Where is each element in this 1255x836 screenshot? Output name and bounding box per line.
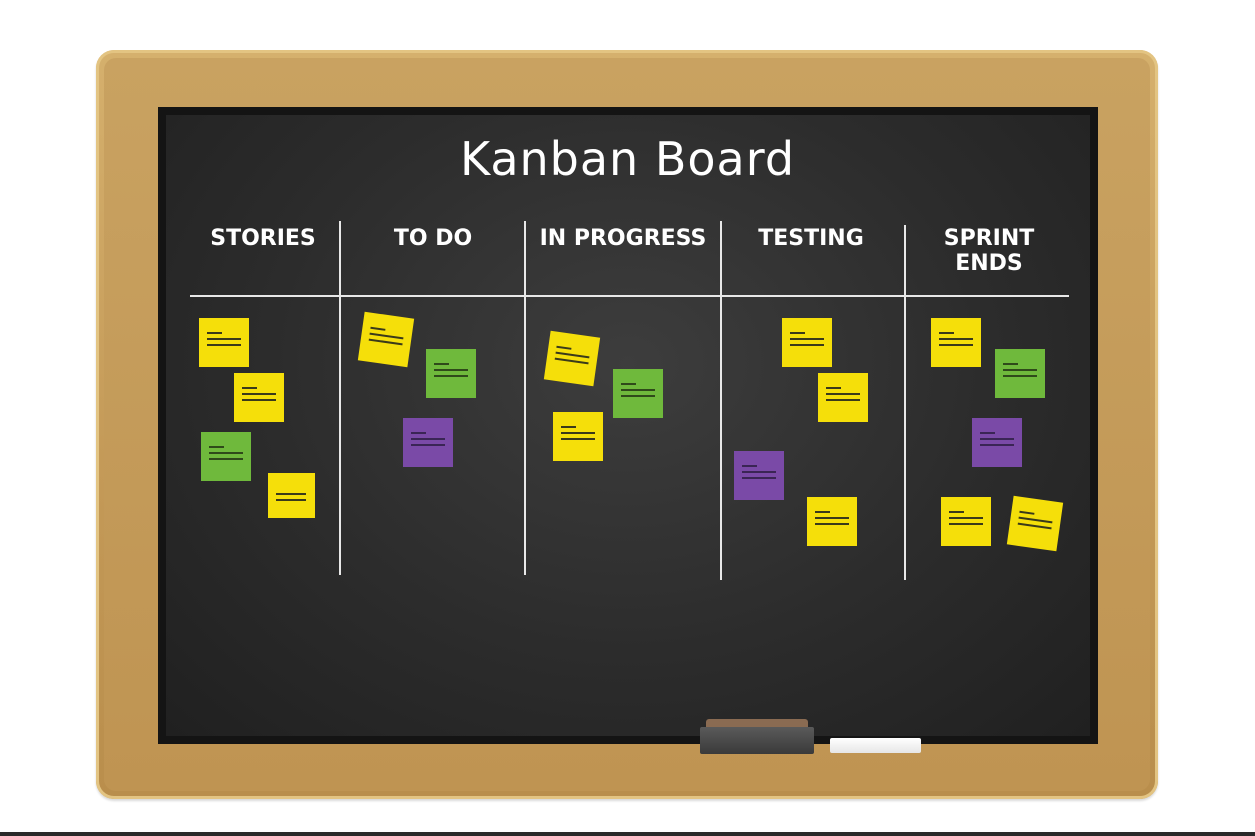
sticky-note-green[interactable]: [201, 432, 251, 481]
sticky-note-yellow[interactable]: [782, 318, 832, 367]
column-header-testing: TESTING: [758, 226, 864, 251]
bottom-border: [0, 832, 1255, 836]
sticky-note-green[interactable]: [426, 349, 476, 398]
sticky-note-yellow[interactable]: [357, 311, 415, 368]
chalkboard-surface: [166, 115, 1090, 736]
sticky-note-purple[interactable]: [972, 418, 1022, 467]
column-divider-line: [339, 221, 341, 575]
chalk-icon[interactable]: [830, 738, 921, 753]
column-divider-line: [720, 221, 722, 580]
sticky-note-yellow[interactable]: [553, 412, 603, 461]
sticky-note-purple[interactable]: [403, 418, 453, 467]
column-header-sprint-ends: SPRINT ENDS: [943, 226, 1035, 276]
sticky-note-yellow[interactable]: [234, 373, 284, 422]
sticky-note-green[interactable]: [995, 349, 1045, 398]
sticky-note-yellow[interactable]: [818, 373, 868, 422]
column-header-stories: STORIES: [210, 226, 316, 251]
sticky-note-yellow[interactable]: [931, 318, 981, 367]
board-title: Kanban Board: [459, 132, 796, 186]
sticky-note-yellow[interactable]: [807, 497, 857, 546]
sticky-note-yellow[interactable]: [1006, 495, 1064, 552]
column-divider-line: [524, 221, 526, 575]
sticky-note-yellow[interactable]: [941, 497, 991, 546]
chalkboard: [158, 107, 1098, 744]
sticky-note-yellow[interactable]: [543, 330, 601, 387]
header-divider-line: [190, 295, 1069, 297]
sticky-note-yellow[interactable]: [199, 318, 249, 367]
sticky-note-green[interactable]: [613, 369, 663, 418]
column-divider-line: [904, 225, 906, 580]
sticky-note-yellow[interactable]: [268, 473, 315, 518]
eraser-icon[interactable]: [700, 719, 814, 754]
column-header-todo: TO DO: [393, 226, 473, 251]
column-header-in-progress: IN PROGRESS: [539, 226, 707, 251]
sticky-note-purple[interactable]: [734, 451, 784, 500]
